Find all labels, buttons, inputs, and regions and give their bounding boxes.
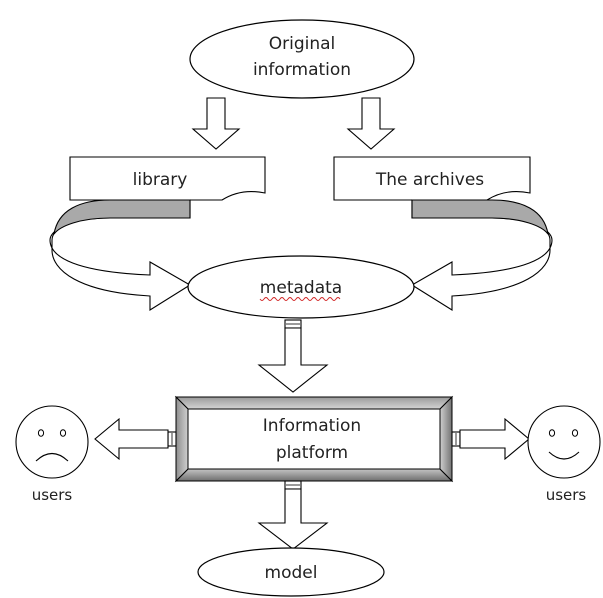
metadata-node xyxy=(187,255,415,319)
original-information-line1: Original xyxy=(269,34,336,54)
left-users-label: users xyxy=(32,486,73,504)
right-users-label: users xyxy=(546,486,587,504)
library-label: library xyxy=(133,170,188,190)
information-platform-line1: Information xyxy=(263,416,361,436)
happy-face-icon xyxy=(527,405,601,479)
sad-face-icon xyxy=(15,405,89,479)
original-information-node xyxy=(189,19,415,99)
original-information-line2: information xyxy=(253,60,351,80)
metadata-label: metadata xyxy=(260,278,342,298)
arrow-original-to-archives xyxy=(346,97,396,150)
arrow-metadata-to-platform xyxy=(257,327,329,393)
archives-label: The archives xyxy=(375,170,484,190)
library-node xyxy=(69,156,266,201)
arrow-original-to-library xyxy=(191,97,241,150)
information-platform-line2: platform xyxy=(276,443,348,463)
arrow-platform-to-left-users xyxy=(94,417,169,461)
curved-arrow-library-band xyxy=(53,199,191,235)
curved-arrow-archives-band xyxy=(411,199,549,235)
information-platform-node xyxy=(174,395,454,483)
model-label: model xyxy=(265,563,318,583)
spellcheck-underline xyxy=(259,297,341,301)
arrow-platform-to-model xyxy=(257,488,329,550)
model-node xyxy=(197,547,385,597)
arrow-platform-to-right-users xyxy=(459,417,530,461)
